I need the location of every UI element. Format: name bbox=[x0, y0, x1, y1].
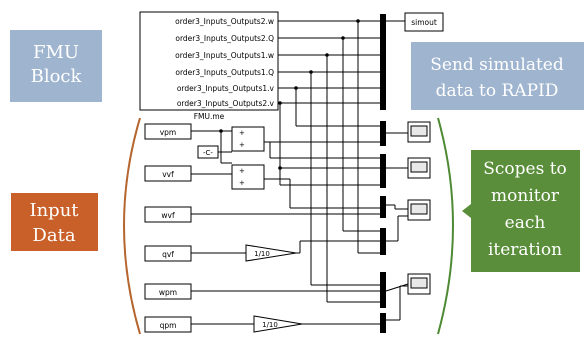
fmu-output-port-1: order3_Inputs_Outputs2.w bbox=[175, 17, 274, 26]
input-wvf-label: wvf bbox=[161, 211, 175, 220]
fmu-block-annotation: FMU Block bbox=[10, 30, 102, 102]
input-annotation-line-2: Data bbox=[32, 225, 75, 246]
gain-block-qpm[interactable]: 1/10 bbox=[253, 315, 303, 333]
sum-block-2[interactable]: + + bbox=[231, 164, 265, 190]
gain-qvf-label: 1/10 bbox=[254, 250, 270, 258]
scope-blocks[interactable] bbox=[407, 121, 431, 295]
input-block-qpm[interactable]: qpm bbox=[144, 316, 192, 333]
scope-1 bbox=[407, 121, 431, 143]
gain-block-qvf[interactable]: 1/10 bbox=[245, 244, 297, 262]
mux-simout bbox=[380, 14, 386, 110]
scopes-annotation: Scopes to monitor each iteration bbox=[471, 150, 580, 272]
input-qvf-label: qvf bbox=[162, 250, 174, 259]
fmu-output-port-3: order3_Inputs_Outputs1.w bbox=[175, 51, 274, 60]
scopes-bracket bbox=[437, 117, 454, 335]
fmu-block-name: FMU.me bbox=[194, 112, 225, 121]
scopes-annotation-line-1: Scopes to bbox=[483, 159, 567, 179]
send-annotation-line-2: data to RAPID bbox=[436, 81, 559, 101]
signal-wires bbox=[191, 20, 409, 325]
send-data-annotation: Send simulated data to RAPID bbox=[411, 42, 584, 110]
input-wpm-label: wpm bbox=[159, 288, 177, 297]
scopes-annotation-line-4: iteration bbox=[488, 240, 562, 260]
input-data-bracket bbox=[123, 117, 141, 335]
mux-scope-2 bbox=[380, 154, 386, 188]
mux-scope-1 bbox=[380, 121, 386, 146]
input-block-qvf[interactable]: qvf bbox=[144, 245, 192, 262]
sum-2-sign-a: + bbox=[239, 167, 245, 175]
input-block-wpm[interactable]: wpm bbox=[144, 283, 192, 300]
input-block-wvf[interactable]: wvf bbox=[144, 206, 192, 223]
mux-scope-3 bbox=[380, 196, 386, 218]
input-block-vpm[interactable]: vpm bbox=[144, 123, 192, 140]
fmu-output-port-2: order3_Inputs_Outputs2.Q bbox=[175, 34, 274, 43]
scopes-pointer-icon bbox=[462, 204, 471, 218]
constant-label: -C- bbox=[203, 149, 213, 157]
scope-3 bbox=[407, 199, 431, 221]
simout-block[interactable]: simout bbox=[404, 12, 444, 32]
fmu-output-port-4: order3_Inputs_Outputs1.Q bbox=[175, 68, 274, 77]
fmu-output-port-6: order3_Inputs_Outputs2.v bbox=[177, 99, 275, 108]
input-annotation-line-1: Input bbox=[29, 200, 79, 221]
input-block-vvf[interactable]: vvf bbox=[144, 165, 192, 182]
sum-2-sign-b: + bbox=[239, 179, 245, 187]
fmu-block[interactable]: order3_Inputs_Outputs2.w order3_Inputs_O… bbox=[139, 11, 279, 111]
mux-blocks bbox=[380, 14, 386, 333]
gain-qpm-label: 1/10 bbox=[262, 321, 278, 329]
fmu-annotation-line-2: Block bbox=[31, 66, 83, 87]
scope-2 bbox=[407, 157, 431, 179]
fmu-output-port-5: order3_Inputs_Outputs1.v bbox=[177, 84, 275, 93]
scopes-annotation-line-2: monitor bbox=[491, 186, 560, 206]
junction-dots bbox=[219, 19, 360, 170]
sum-1-sign-b: + bbox=[239, 141, 245, 149]
sum-block-1[interactable]: + + bbox=[231, 126, 265, 152]
mux-scope-4 bbox=[380, 228, 386, 255]
mux-scope-6 bbox=[380, 313, 386, 333]
mux-scope-5 bbox=[380, 272, 386, 308]
sum-1-sign-a: + bbox=[239, 129, 245, 137]
input-vpm-label: vpm bbox=[160, 128, 177, 137]
input-qpm-label: qpm bbox=[160, 321, 177, 330]
simout-label: simout bbox=[411, 18, 437, 27]
scopes-annotation-line-3: each bbox=[505, 213, 546, 233]
input-vvf-label: vvf bbox=[162, 170, 174, 179]
send-annotation-line-1: Send simulated bbox=[430, 55, 564, 75]
fmu-annotation-line-1: FMU bbox=[33, 42, 79, 63]
input-data-annotation: Input Data bbox=[11, 193, 98, 251]
scope-4 bbox=[407, 273, 431, 295]
constant-block[interactable]: -C- bbox=[197, 145, 219, 159]
